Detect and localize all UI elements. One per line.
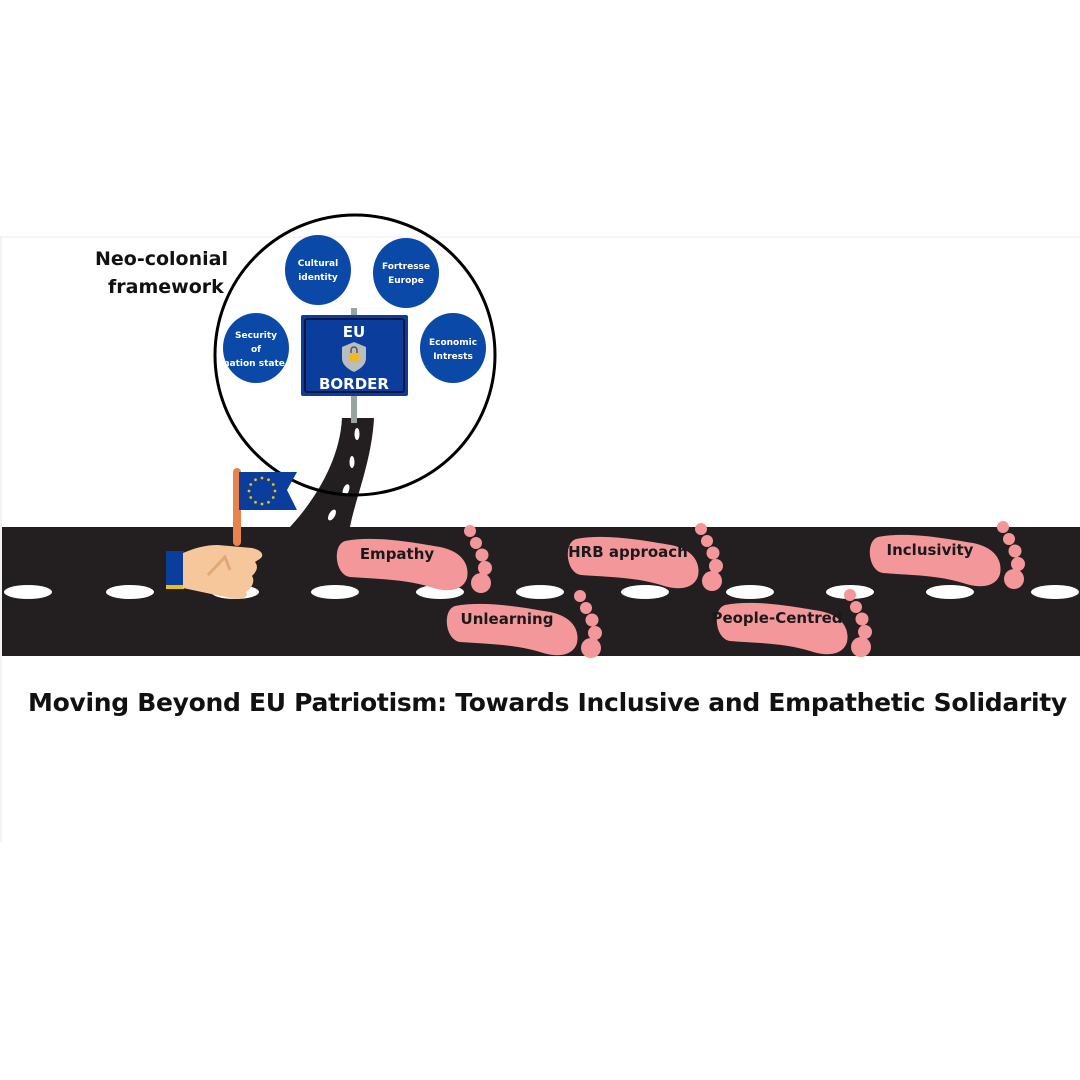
toe [695, 523, 707, 535]
star-icon [254, 500, 257, 504]
road-dash [926, 585, 974, 599]
toe [850, 601, 862, 613]
star-icon [254, 478, 257, 482]
footprint-hrb-approach: HRB approach [567, 523, 723, 591]
branch-road-dashes [328, 428, 360, 521]
star-icon [247, 489, 251, 493]
toe [1008, 544, 1022, 558]
branch-road [290, 418, 374, 527]
toe [588, 626, 602, 640]
road-dash [621, 585, 669, 599]
star-icon [249, 496, 253, 499]
star-icon [267, 500, 270, 504]
road-dash [106, 585, 154, 599]
toe [709, 559, 723, 573]
toe [858, 625, 872, 639]
svg-text:BORDER: BORDER [319, 375, 389, 393]
eu-stars [247, 476, 277, 506]
footprint-label: Inclusivity [887, 541, 974, 559]
footprint-label: HRB approach [568, 543, 688, 561]
road-dash [726, 585, 774, 599]
star-icon [271, 496, 275, 499]
road-dash [1031, 585, 1079, 599]
star-icon [273, 489, 277, 493]
toe [475, 548, 489, 562]
footprint-empathy: Empathy [336, 525, 492, 593]
toe [1011, 557, 1025, 571]
toe [470, 537, 482, 549]
framework-label: Neo-colonial framework [95, 248, 235, 298]
toe [844, 589, 856, 601]
eu-flag [233, 468, 297, 546]
page-title: Moving Beyond EU Patriotism: Towards Inc… [28, 688, 1067, 717]
star-icon [260, 476, 264, 480]
star-icon [271, 483, 275, 486]
hand-holding-flag [166, 545, 263, 599]
toe [464, 525, 476, 537]
toe [1003, 533, 1015, 545]
framework-circle [213, 213, 497, 497]
eu-border-sign: EU BORDER [301, 308, 408, 423]
footprint-people-centred: People-Centred [711, 589, 872, 657]
star-icon [260, 502, 264, 506]
padlock-icon [349, 353, 359, 362]
road-dash [311, 585, 359, 599]
toe [585, 613, 599, 627]
toe [701, 535, 713, 547]
toe [706, 546, 720, 560]
footprint-label: Empathy [360, 545, 435, 563]
toe [471, 573, 491, 593]
toe [574, 590, 586, 602]
toe [855, 612, 869, 626]
road-dash [516, 585, 564, 599]
star-icon [249, 483, 253, 486]
toe [997, 521, 1009, 533]
toe [478, 561, 492, 575]
svg-text:EU: EU [343, 323, 365, 341]
road-dash [4, 585, 52, 599]
star-icon [267, 478, 270, 482]
toe [580, 602, 592, 614]
toe [1004, 569, 1024, 589]
footprint-unlearning: Unlearning [446, 590, 602, 658]
footprint-inclusivity: Inclusivity [869, 521, 1025, 589]
footprint-label: Unlearning [461, 610, 554, 628]
footprint-label: People-Centred [711, 609, 842, 627]
toe [581, 638, 601, 658]
toe [851, 637, 871, 657]
toe [702, 571, 722, 591]
